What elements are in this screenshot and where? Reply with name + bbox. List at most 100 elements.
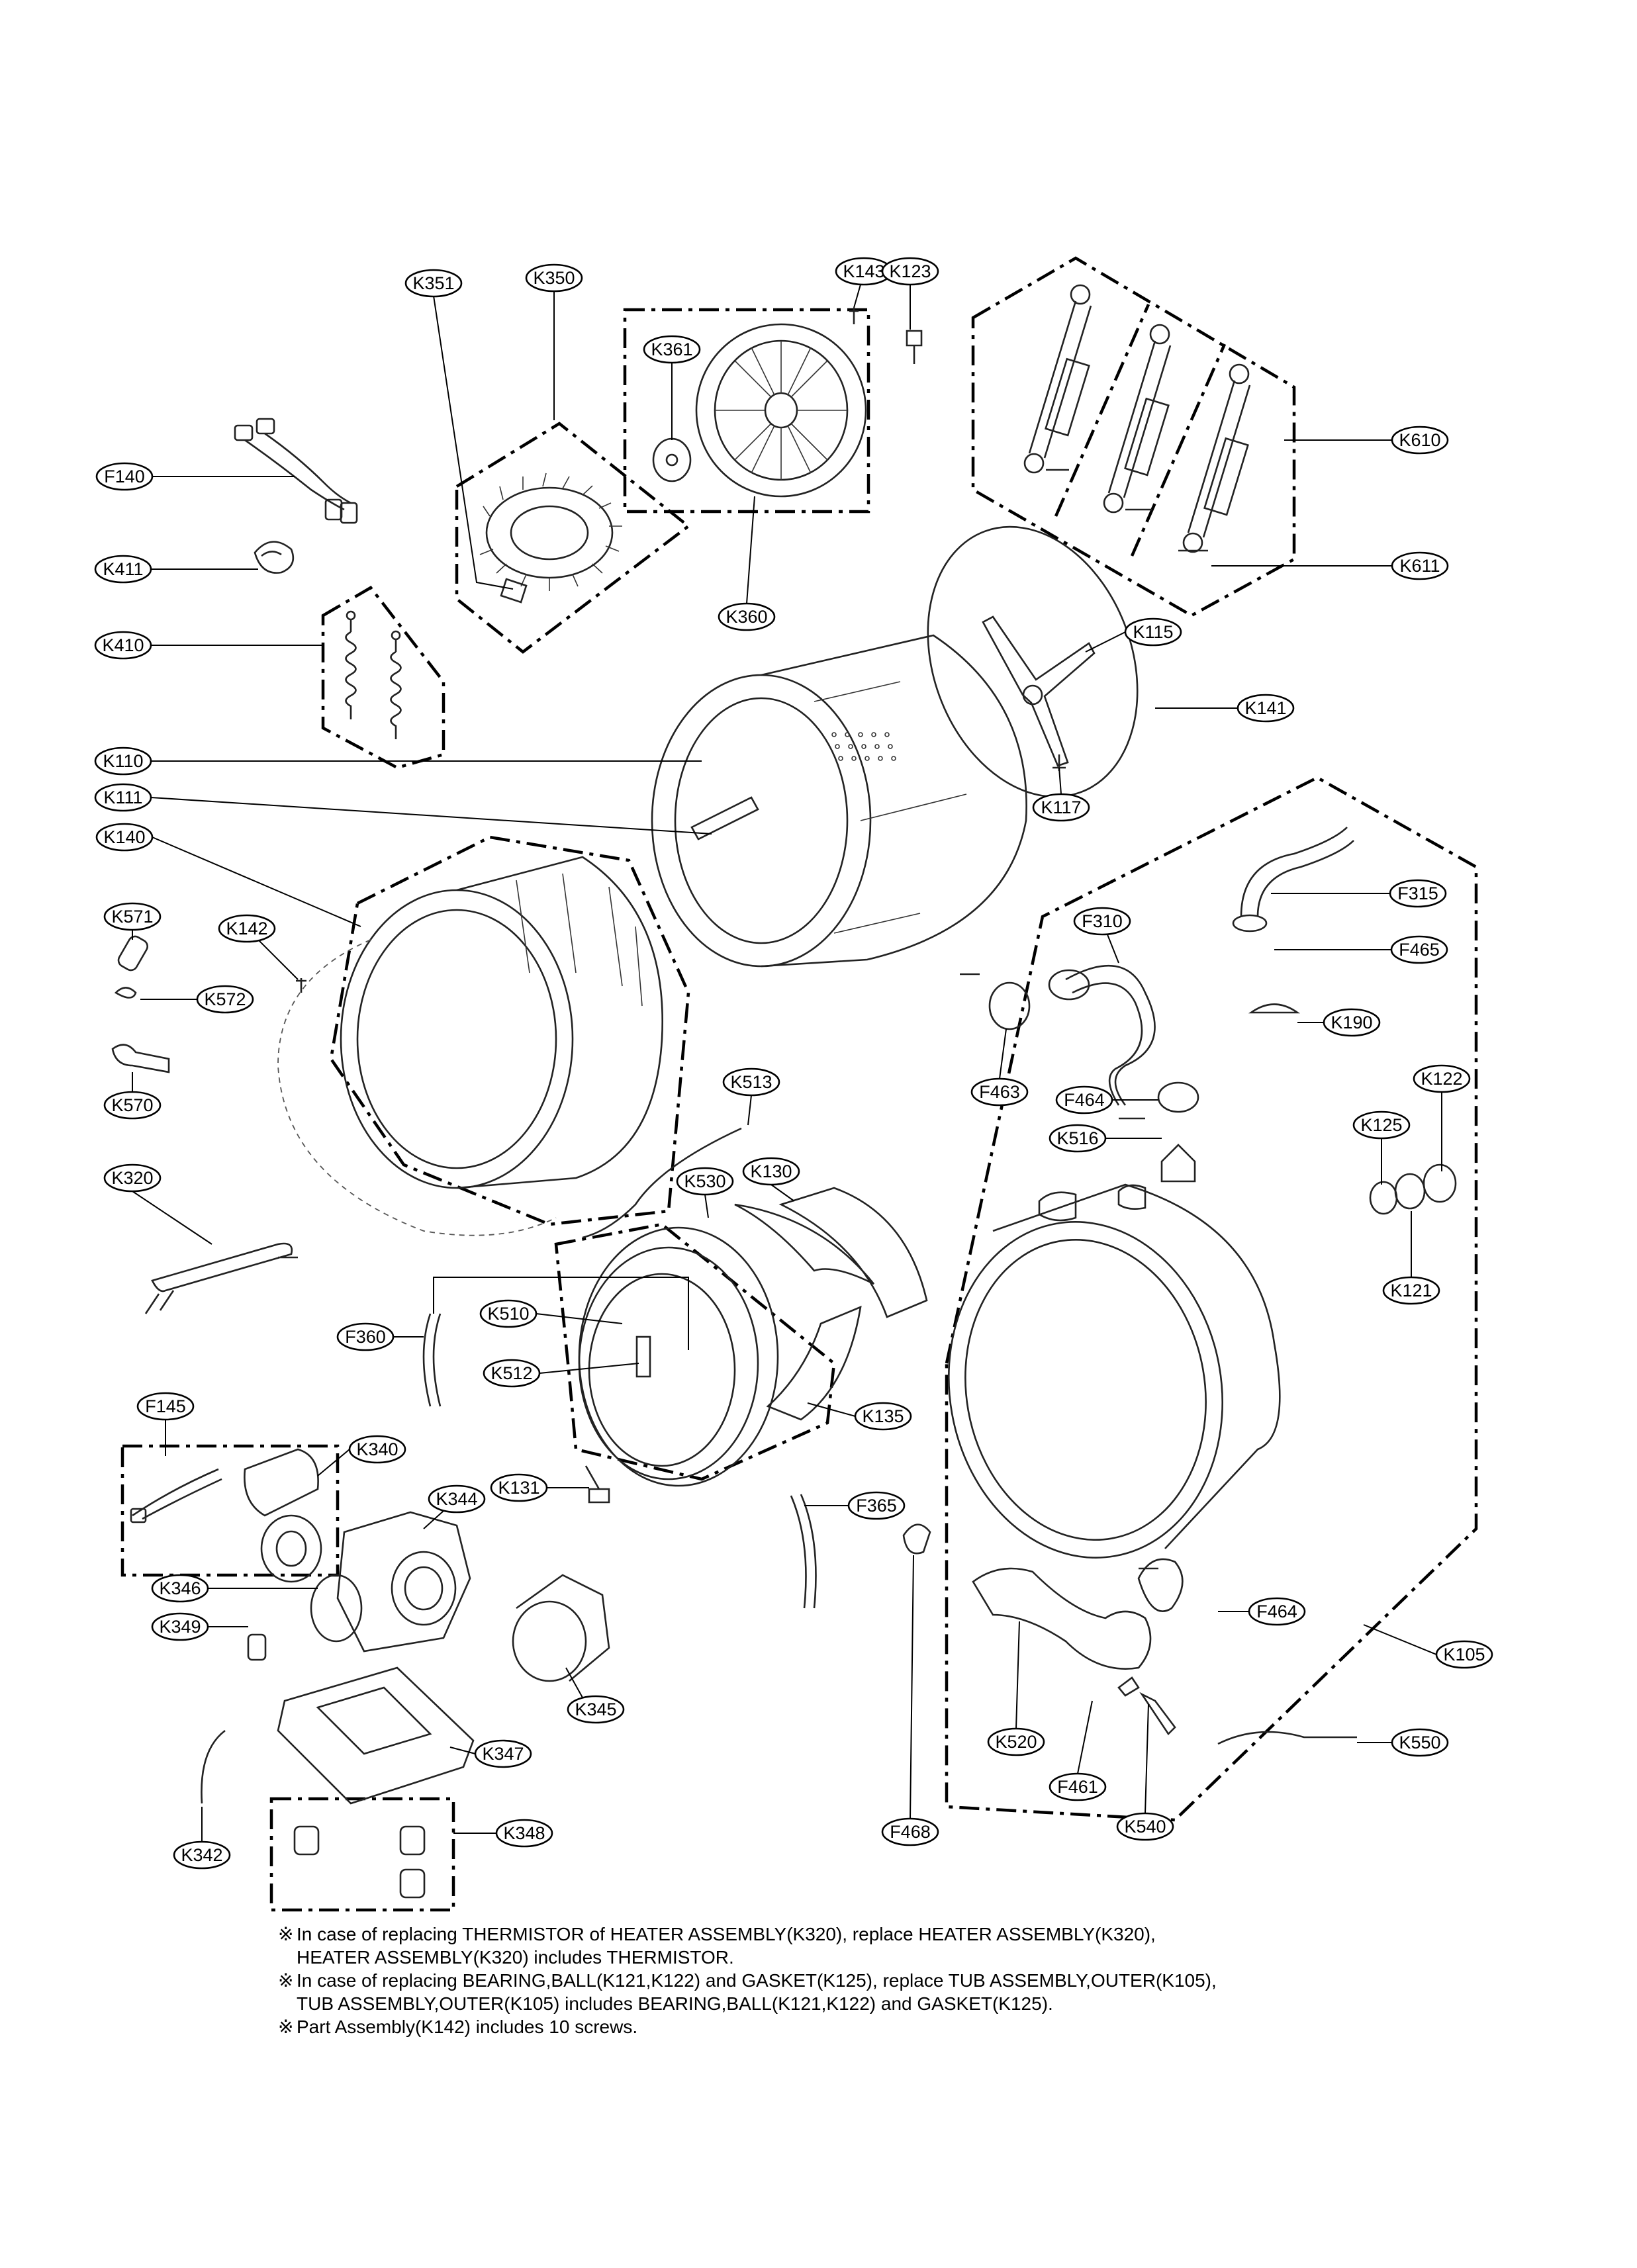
svg-text:K122: K122 bbox=[1421, 1069, 1462, 1089]
svg-text:K510: K510 bbox=[487, 1304, 529, 1324]
callout-k516[interactable]: K516 bbox=[1049, 1124, 1107, 1153]
callout-f464-upper[interactable]: F464 bbox=[1055, 1085, 1113, 1114]
svg-text:F468: F468 bbox=[890, 1822, 931, 1842]
callout-f360[interactable]: F360 bbox=[336, 1322, 395, 1351]
svg-text:K349: K349 bbox=[159, 1617, 201, 1637]
callout-k550[interactable]: K550 bbox=[1391, 1728, 1449, 1757]
svg-text:K350: K350 bbox=[533, 268, 575, 288]
spring-k410-drawing bbox=[345, 610, 402, 739]
callout-k342[interactable]: K342 bbox=[173, 1840, 231, 1870]
svg-text:F461: F461 bbox=[1057, 1777, 1098, 1797]
callout-k122[interactable]: K122 bbox=[1413, 1064, 1471, 1093]
hose-f360-drawing bbox=[422, 1313, 442, 1407]
svg-text:K346: K346 bbox=[159, 1578, 201, 1598]
svg-text:K347: K347 bbox=[482, 1744, 524, 1764]
callout-k111[interactable]: K111 bbox=[94, 783, 152, 812]
svg-text:K141: K141 bbox=[1244, 698, 1286, 718]
callout-k611[interactable]: K611 bbox=[1391, 551, 1449, 580]
callout-f465[interactable]: F465 bbox=[1390, 935, 1448, 964]
note-screws: ※Part Assembly(K142) includes 10 screws. bbox=[278, 2015, 1536, 2038]
callout-k320[interactable]: K320 bbox=[103, 1163, 162, 1193]
svg-text:K550: K550 bbox=[1399, 1733, 1440, 1752]
filter-housing-k344-drawing bbox=[247, 1511, 610, 1682]
svg-text:K342: K342 bbox=[181, 1845, 222, 1865]
svg-text:K125: K125 bbox=[1360, 1115, 1402, 1135]
callout-k360[interactable]: K360 bbox=[718, 602, 776, 631]
callout-k513[interactable]: K513 bbox=[722, 1067, 780, 1097]
svg-text:K570: K570 bbox=[111, 1095, 153, 1115]
svg-text:K351: K351 bbox=[412, 273, 454, 293]
k140-tub-front-group-outline bbox=[329, 835, 690, 1226]
k360-rotor-group-outline bbox=[623, 308, 870, 514]
note-heater: ※In case of replacing THERMISTOR of HEAT… bbox=[278, 1923, 1536, 1946]
svg-text:K130: K130 bbox=[750, 1161, 792, 1181]
callout-k572[interactable]: K572 bbox=[196, 985, 254, 1014]
callout-k190[interactable]: K190 bbox=[1323, 1008, 1381, 1037]
callout-f315[interactable]: F315 bbox=[1389, 879, 1447, 908]
callout-k142[interactable]: K142 bbox=[218, 914, 276, 943]
callout-f468[interactable]: F468 bbox=[881, 1817, 939, 1846]
callout-f464-lower[interactable]: F464 bbox=[1248, 1597, 1306, 1626]
callout-k530[interactable]: K530 bbox=[676, 1167, 734, 1196]
callout-k123[interactable]: K123 bbox=[881, 257, 939, 286]
callout-f463[interactable]: F463 bbox=[970, 1077, 1029, 1107]
callout-k344[interactable]: K344 bbox=[428, 1484, 486, 1514]
callout-k347[interactable]: K347 bbox=[474, 1739, 532, 1768]
callout-k350[interactable]: K350 bbox=[525, 263, 583, 293]
callout-k121[interactable]: K121 bbox=[1382, 1276, 1440, 1305]
svg-text:K135: K135 bbox=[862, 1406, 904, 1426]
callout-k520[interactable]: K520 bbox=[987, 1727, 1045, 1756]
callout-k140[interactable]: K140 bbox=[95, 823, 154, 852]
callout-f145[interactable]: F145 bbox=[136, 1392, 195, 1421]
part-drawings bbox=[111, 284, 1457, 1899]
svg-text:K123: K123 bbox=[889, 261, 931, 281]
note-mark: ※ bbox=[278, 1924, 294, 1944]
callout-k340[interactable]: K340 bbox=[348, 1435, 406, 1464]
callout-k540[interactable]: K540 bbox=[1116, 1812, 1174, 1841]
wire-k513-drawing bbox=[582, 1127, 742, 1239]
callout-f140[interactable]: F140 bbox=[95, 462, 154, 491]
svg-text:F465: F465 bbox=[1399, 940, 1440, 960]
k510-gasket-group-outline bbox=[554, 1222, 836, 1481]
callout-k351[interactable]: K351 bbox=[404, 269, 463, 298]
callout-k610[interactable]: K610 bbox=[1391, 426, 1449, 455]
rotor-k360-drawing bbox=[652, 308, 923, 498]
svg-text:K340: K340 bbox=[356, 1439, 398, 1459]
hose-f365-drawing bbox=[790, 1494, 817, 1609]
svg-text:K345: K345 bbox=[575, 1700, 616, 1719]
callout-k130[interactable]: K130 bbox=[742, 1157, 800, 1186]
hoses-right-drawing bbox=[960, 827, 1354, 1183]
callout-k143[interactable]: K143 bbox=[835, 257, 893, 286]
callout-f461[interactable]: F461 bbox=[1049, 1772, 1107, 1801]
callout-k571[interactable]: K571 bbox=[103, 902, 162, 931]
callout-k115[interactable]: K115 bbox=[1124, 617, 1182, 647]
callout-k410[interactable]: K410 bbox=[94, 631, 152, 660]
callout-k510[interactable]: K510 bbox=[479, 1299, 538, 1328]
callout-k512[interactable]: K512 bbox=[483, 1359, 541, 1388]
callout-k131[interactable]: K131 bbox=[490, 1473, 548, 1502]
svg-text:K540: K540 bbox=[1124, 1817, 1166, 1837]
callout-k346[interactable]: K346 bbox=[151, 1574, 209, 1603]
callout-f365[interactable]: F365 bbox=[847, 1491, 906, 1520]
callout-k348[interactable]: K348 bbox=[495, 1819, 553, 1848]
stator-k350-drawing bbox=[479, 473, 622, 604]
svg-text:F140: F140 bbox=[104, 467, 145, 486]
callout-k361[interactable]: K361 bbox=[643, 335, 701, 364]
callout-k141[interactable]: K141 bbox=[1237, 694, 1295, 723]
callout-k349[interactable]: K349 bbox=[151, 1612, 209, 1641]
svg-text:K348: K348 bbox=[503, 1823, 545, 1843]
svg-text:K115: K115 bbox=[1133, 622, 1173, 642]
callout-k411[interactable]: K411 bbox=[94, 555, 152, 584]
group-boundaries bbox=[120, 256, 1478, 1912]
footnotes: ※In case of replacing THERMISTOR of HEAT… bbox=[278, 1923, 1536, 2038]
callout-f310[interactable]: F310 bbox=[1073, 907, 1131, 936]
callout-k135[interactable]: K135 bbox=[854, 1402, 912, 1431]
callout-k105[interactable]: K105 bbox=[1435, 1640, 1493, 1669]
svg-text:K516: K516 bbox=[1056, 1128, 1098, 1148]
callout-k125[interactable]: K125 bbox=[1352, 1111, 1411, 1140]
k610-damper-group-outline bbox=[971, 256, 1296, 617]
callout-k345[interactable]: K345 bbox=[567, 1695, 625, 1724]
callout-k110[interactable]: K110 bbox=[94, 747, 152, 776]
callout-k117[interactable]: K117 bbox=[1032, 793, 1090, 822]
callout-k570[interactable]: K570 bbox=[103, 1091, 162, 1120]
